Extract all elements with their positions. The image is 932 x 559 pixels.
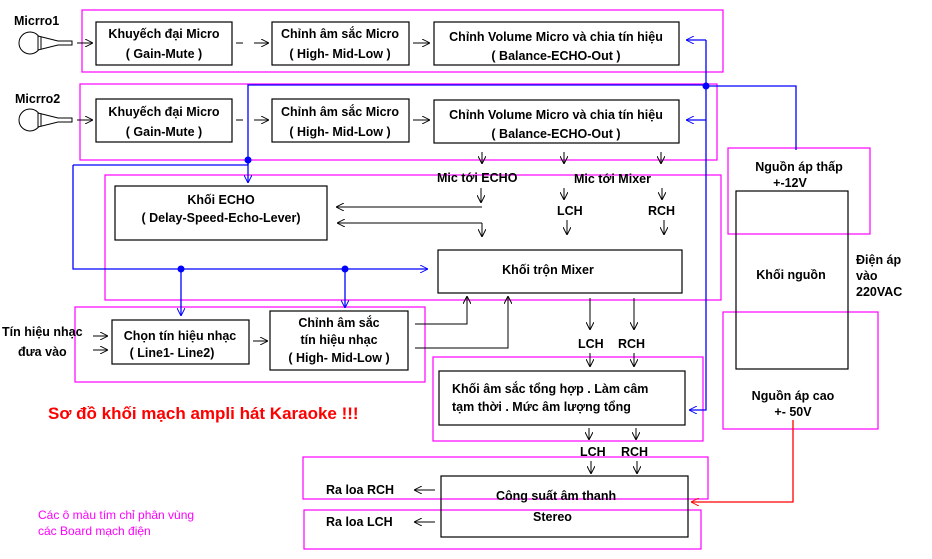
board-master bbox=[432, 356, 704, 442]
bus-mixer bbox=[72, 165, 428, 269]
psu-input-label-2: vào bbox=[856, 269, 878, 283]
power-amp-sub: Stereo bbox=[533, 510, 572, 524]
label-rch-3: RCH bbox=[621, 445, 648, 459]
ch1-amp-title: Khuyếch đại Micro bbox=[108, 27, 219, 41]
psu-input-voltage: 220VAC bbox=[856, 285, 902, 299]
ch2-volume-block bbox=[433, 99, 680, 144]
ch1-volume-block bbox=[433, 21, 680, 66]
speaker-lch-label: Ra loa LCH bbox=[326, 515, 393, 529]
power-line-high bbox=[691, 420, 794, 502]
legend-note: Các ô màu tím chỉ phân vùng bbox=[38, 508, 194, 522]
psu-high-label: Nguồn áp cao bbox=[752, 389, 835, 403]
music-tone-title: Chỉnh âm sắc bbox=[298, 315, 379, 330]
board-power-rch bbox=[302, 456, 709, 500]
bus-psu bbox=[706, 85, 797, 150]
master-block bbox=[438, 370, 686, 426]
label-rch-2: RCH bbox=[618, 337, 645, 351]
label-lch-2: LCH bbox=[578, 337, 604, 351]
ch2-amp-sub: ( Gain-Mute ) bbox=[126, 125, 202, 139]
label-lch-3: LCH bbox=[580, 445, 606, 459]
board-psu-low bbox=[727, 147, 871, 235]
master-sub: tạm thời . Mức âm lượng tổng bbox=[452, 400, 631, 414]
ch2-volume-title: Chỉnh Volume Micro và chia tín hiệu bbox=[449, 108, 663, 122]
echo-title: Khối ECHO bbox=[187, 193, 255, 207]
echo-sub: ( Delay-Speed-Echo-Lever) bbox=[141, 211, 300, 225]
music-input-label-2: đưa vào bbox=[18, 345, 67, 359]
legend-note-2: các Board mạch điện bbox=[38, 524, 151, 538]
label-lch-1: LCH bbox=[557, 204, 583, 218]
music-tone-block bbox=[269, 310, 409, 371]
master-title: Khối âm sắc tổng hợp . Làm câm bbox=[452, 381, 648, 396]
music-select-sub: ( Line1- Line2) bbox=[130, 346, 215, 360]
ch1-tone-sub: ( High- Mid-Low ) bbox=[289, 47, 390, 61]
music-input-label: Tín hiệu nhạc bbox=[2, 325, 83, 339]
psu-title: Khối nguồn bbox=[756, 268, 825, 282]
speaker-rch-label: Ra loa RCH bbox=[326, 483, 394, 497]
ch2-amp-block bbox=[95, 98, 233, 143]
board-power-lch bbox=[303, 509, 702, 550]
junction-dot bbox=[244, 156, 252, 164]
board-echo-mixer bbox=[104, 174, 722, 301]
arrow-music-mixer-2 bbox=[415, 296, 508, 349]
board-music bbox=[74, 306, 426, 383]
mic2-label: Micrro2 bbox=[15, 92, 60, 106]
music-select-block bbox=[111, 319, 250, 365]
ch2-amp-title: Khuyếch đại Micro bbox=[108, 105, 219, 119]
ch2-tone-title: Chỉnh âm sắc Micro bbox=[281, 104, 399, 119]
ch1-volume-sub: ( Balance-ECHO-Out ) bbox=[491, 49, 620, 63]
ch1-amp-block bbox=[95, 21, 233, 66]
psu-low-label: Nguồn áp thấp bbox=[755, 160, 843, 174]
arrow-music-mixer-1 bbox=[415, 296, 467, 325]
board-mic2 bbox=[79, 83, 718, 161]
music-tone-sub-2: ( High- Mid-Low ) bbox=[288, 351, 389, 365]
ch1-tone-block bbox=[271, 21, 410, 66]
psu-low-voltage: +-12V bbox=[773, 176, 807, 190]
microphone-1-icon bbox=[18, 31, 73, 55]
mixer-title: Khối trộn Mixer bbox=[502, 263, 594, 277]
board-psu-high bbox=[722, 311, 879, 430]
microphone-2-icon bbox=[18, 108, 73, 132]
psu-high-voltage: +- 50V bbox=[774, 405, 812, 419]
psu-block bbox=[735, 190, 849, 370]
music-tone-sub: tín hiệu nhạc bbox=[300, 333, 377, 347]
bus-top bbox=[247, 84, 706, 165]
ch1-amp-sub: ( Gain-Mute ) bbox=[126, 47, 202, 61]
bus-right-master bbox=[689, 40, 707, 410]
ch2-volume-sub: ( Balance-ECHO-Out ) bbox=[491, 127, 620, 141]
label-rch-1: RCH bbox=[648, 204, 675, 218]
echo-block bbox=[114, 185, 328, 241]
music-select-title: Chọn tín hiệu nhạc bbox=[124, 329, 237, 343]
label-mic-to-mixer: Mic tới Mixer bbox=[574, 172, 651, 186]
power-amp-title: Công suất âm thanh bbox=[496, 489, 616, 503]
ch1-volume-title: Chỉnh Volume Micro và chia tín hiệu bbox=[449, 30, 663, 44]
mixer-block bbox=[437, 249, 683, 294]
mic1-label: Micrro1 bbox=[14, 14, 59, 28]
psu-input-label: Điện áp bbox=[856, 253, 902, 267]
power-amp-block bbox=[440, 475, 689, 538]
ch1-tone-title: Chỉnh âm sắc Micro bbox=[281, 26, 399, 41]
board-mic1 bbox=[81, 9, 724, 73]
diagram-title: Sơ đồ khối mạch ampli hát Karaoke !!! bbox=[48, 404, 359, 423]
ch2-tone-block bbox=[271, 98, 410, 143]
label-mic-to-echo: Mic tới ECHO bbox=[437, 171, 518, 185]
ch2-tone-sub: ( High- Mid-Low ) bbox=[289, 125, 390, 139]
